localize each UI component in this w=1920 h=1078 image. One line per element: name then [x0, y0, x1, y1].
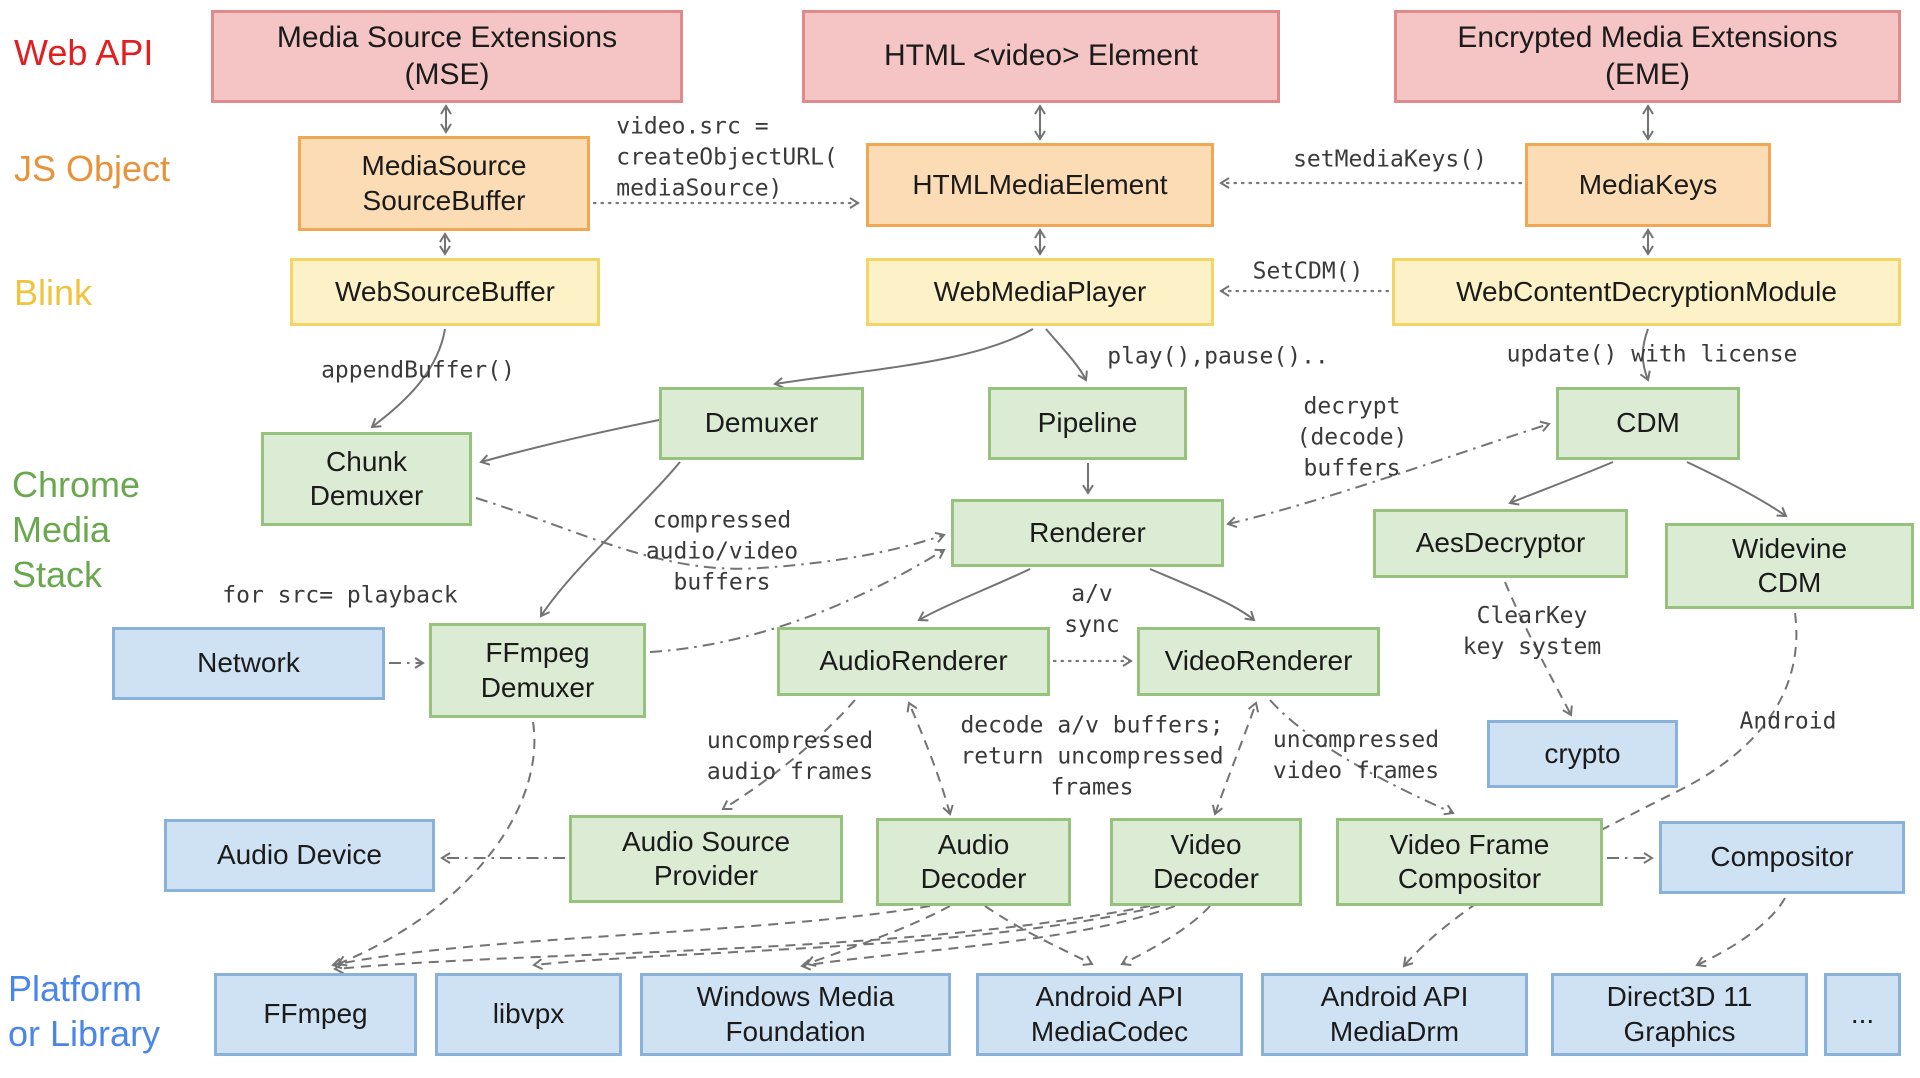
edge-label-android: Android: [1739, 708, 1837, 735]
node-media-keys: MediaKeys: [1525, 143, 1771, 227]
node-audio-source-provider: Audio Source Provider: [569, 815, 843, 903]
edge-videodecoder-videorenderer: [1211, 701, 1260, 816]
node-network: Network: [112, 627, 385, 700]
edge-videodecoder-libvpx: [532, 905, 1161, 971]
layer-label-blink: Blink: [14, 272, 93, 313]
node-mediacodec: Android API MediaCodec: [976, 973, 1243, 1056]
node-more-libraries: ...: [1824, 973, 1901, 1056]
layer-label-chrome-media-stack: Chrome Media Stack: [12, 464, 141, 595]
edge-label-create-object-url: video.src = createObjectURL( mediaSource…: [616, 113, 838, 202]
edge-label-set-cdm: SetCDM(): [1252, 258, 1364, 285]
edge-ffmpegdemuxer-ffmpeg: [336, 721, 536, 967]
node-web-media-player: WebMediaPlayer: [866, 258, 1214, 326]
edge-audiodecoder-ffmpeg: [331, 905, 931, 970]
edge-renderer-videorenderer: [1149, 568, 1256, 622]
layer-label-platform: Platform or Library: [8, 968, 161, 1054]
node-compositor: Compositor: [1659, 821, 1905, 894]
edge-label-play-pause: play(),pause()..: [1107, 343, 1329, 370]
edge-chunkdemuxer-renderer: [475, 497, 946, 570]
node-pipeline: Pipeline: [988, 387, 1187, 460]
edge-aesdecryptor-crypto: [1504, 581, 1573, 717]
layer-label-js-object: JS Object: [14, 148, 171, 189]
node-audio-renderer: AudioRenderer: [777, 627, 1050, 696]
node-demuxer: Demuxer: [659, 387, 864, 460]
edge-compositor-d3d11: [1695, 897, 1786, 968]
layer-label-web-api: Web API: [14, 32, 154, 73]
edge-videodecoder-ffmpeg: [333, 905, 1151, 975]
edge-videodecoder-mediacodec: [1120, 905, 1211, 967]
edge-webmediaplayer-pipeline: [1045, 328, 1088, 382]
node-mse: Media Source Extensions (MSE): [211, 10, 683, 103]
node-d3d11: Direct3D 11 Graphics: [1551, 973, 1808, 1056]
edge-demuxer-chunkdemuxer: [479, 419, 660, 466]
edge-label-compressed-buffers: compressed audio/video buffers: [645, 507, 799, 596]
edge-webmediaplayer-demuxer: [773, 328, 1034, 389]
edge-webcdm-cdm: [1639, 328, 1651, 382]
node-video-decoder: Video Decoder: [1110, 818, 1302, 906]
edge-audiodecoder-mediacodec: [984, 905, 1094, 966]
node-widevine-cdm: Widevine CDM: [1665, 523, 1914, 609]
node-media-source: MediaSource SourceBuffer: [298, 136, 590, 231]
edge-widevinecdm-mediadrm: [1402, 612, 1798, 968]
node-eme: Encrypted Media Extensions (EME): [1394, 10, 1901, 103]
edge-videodecoder-wmf: [800, 905, 1176, 971]
edge-label-decrypt-buffers: decrypt (decode) buffers: [1296, 393, 1408, 482]
node-ffmpeg-lib: FFmpeg: [214, 973, 417, 1056]
edge-demuxer-ffmpegdemuxer: [539, 461, 681, 618]
node-libvpx: libvpx: [435, 973, 622, 1056]
edge-label-set-media-keys: setMediaKeys(): [1293, 146, 1487, 173]
edge-ffmpegdemuxer-renderer: [649, 548, 946, 653]
node-aes-decryptor: AesDecryptor: [1373, 509, 1628, 578]
node-html-media-element: HTMLMediaElement: [866, 143, 1214, 227]
edge-websourcebuffer-chunkdemuxer: [370, 328, 446, 429]
edge-label-av-sync: a/v sync: [1064, 580, 1120, 638]
node-web-cdm: WebContentDecryptionModule: [1392, 258, 1901, 326]
node-mediadrm: Android API MediaDrm: [1261, 973, 1528, 1056]
node-cdm: CDM: [1556, 387, 1740, 460]
edge-videorenderer-videoframecompositor: [1269, 699, 1455, 816]
edge-audiorenderer-audiosourceprovider: [721, 699, 856, 811]
node-chunk-demuxer: Chunk Demuxer: [261, 432, 472, 526]
node-video-element: HTML <video> Element: [802, 10, 1280, 103]
node-renderer: Renderer: [951, 499, 1224, 567]
node-video-frame-compositor: Video Frame Compositor: [1336, 818, 1603, 906]
node-audio-device: Audio Device: [164, 819, 435, 892]
node-ffmpeg-demuxer: FFmpeg Demuxer: [429, 623, 646, 718]
node-audio-decoder: Audio Decoder: [876, 818, 1071, 906]
edge-renderer-cdm-decrypt: [1226, 420, 1551, 528]
edge-audiodecoder-wmf: [805, 905, 951, 967]
edge-cdm-aesdecryptor: [1508, 461, 1614, 506]
node-video-renderer: VideoRenderer: [1137, 627, 1380, 696]
edge-label-uncompressed-video: uncompressed video frames: [1272, 726, 1440, 784]
node-wmf: Windows Media Foundation: [640, 973, 951, 1056]
edge-label-uncompressed-audio: uncompressed audio frames: [706, 727, 874, 785]
node-crypto: crypto: [1487, 720, 1678, 788]
edge-label-append-buffer: appendBuffer(): [321, 357, 515, 384]
edge-renderer-audiorenderer: [917, 568, 1031, 622]
edge-cdm-widevinecdm: [1686, 461, 1788, 518]
edge-label-decode-av: decode a/v buffers; return uncompressed …: [960, 712, 1224, 801]
edge-label-clearkey: ClearKey key system: [1462, 602, 1602, 660]
edge-label-for-src-playback: for src= playback: [222, 582, 458, 609]
node-web-source-buffer: WebSourceBuffer: [290, 258, 600, 326]
edge-audiodecoder-audiorenderer: [906, 701, 954, 816]
edge-label-update-license: update() with license: [1506, 341, 1798, 368]
